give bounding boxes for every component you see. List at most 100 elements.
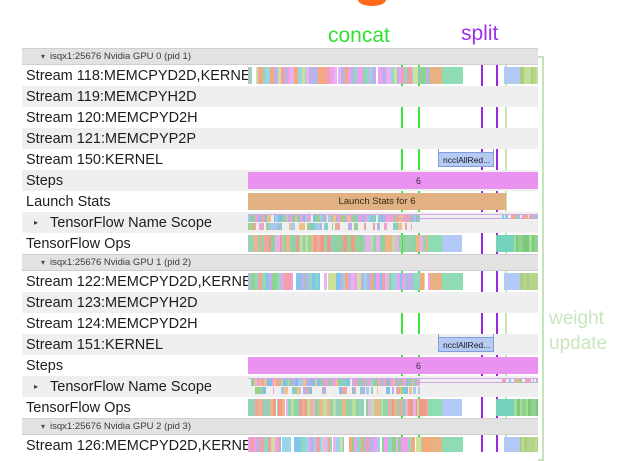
trace-event-bar[interactable] (338, 378, 340, 386)
trace-event-bar[interactable] (406, 273, 410, 290)
trace-event-bar[interactable] (284, 437, 287, 454)
trace-event-bar[interactable] (384, 67, 387, 84)
trace-event-bar[interactable] (315, 273, 319, 290)
trace-event-bar[interactable] (522, 437, 524, 454)
trace-event-bar[interactable] (347, 235, 352, 252)
track-row-0-5[interactable]: 6 (248, 170, 538, 191)
trace-event-bar[interactable] (351, 378, 353, 386)
trace-event-bar[interactable] (375, 235, 378, 252)
trace-event-bar[interactable] (288, 214, 291, 222)
trace-event-bar[interactable] (278, 437, 280, 454)
trace-event-bar[interactable] (382, 399, 387, 416)
track-row-label-0-7[interactable]: ▸TensorFlow Name Scope (22, 212, 248, 233)
trace-event-bar[interactable] (251, 378, 254, 386)
trace-event-bar[interactable] (420, 437, 423, 454)
trace-event-bar[interactable] (295, 399, 299, 416)
track-row-label-2-0[interactable]: Stream 126:MEMCPYD2D,KERNEL,MI (22, 435, 248, 456)
trace-event-bar[interactable] (270, 437, 275, 454)
trace-event-bar[interactable] (531, 437, 535, 454)
trace-event-bar[interactable] (262, 235, 264, 252)
trace-event-bar[interactable] (380, 235, 385, 252)
trace-event-bar[interactable] (273, 214, 276, 222)
trace-event-bar[interactable] (403, 67, 408, 84)
trace-event-bar[interactable] (305, 437, 310, 454)
trace-event-bar[interactable] (417, 387, 420, 394)
trace-event-bar[interactable] (442, 235, 462, 252)
trace-event-bar[interactable] (307, 399, 311, 416)
trace-event-bar[interactable] (279, 437, 282, 454)
trace-event-bar[interactable] (415, 399, 418, 416)
trace-event-bar[interactable] (303, 378, 307, 386)
trace-event-bar[interactable] (376, 387, 378, 394)
trace-event-bar[interactable] (319, 223, 322, 230)
trace-event-bar[interactable] (511, 215, 513, 219)
trace-event-bar[interactable] (399, 273, 403, 290)
trace-event-bar[interactable] (304, 67, 307, 84)
trace-event-bar[interactable] (347, 214, 350, 222)
trace-event-bar[interactable] (248, 273, 250, 290)
trace-event-bar[interactable] (259, 378, 262, 386)
trace-event-bar[interactable] (355, 378, 358, 386)
trace-event-bar[interactable] (410, 437, 415, 454)
trace-event-bar[interactable] (264, 399, 268, 416)
trace-event-bar[interactable] (391, 235, 396, 252)
trace-event-bar[interactable] (322, 378, 326, 386)
trace-event-bar[interactable] (310, 437, 314, 454)
trace-event-bar[interactable] (293, 399, 296, 416)
trace-event-bar[interactable] (528, 379, 530, 383)
trace-event-bar[interactable] (320, 437, 322, 454)
trace-event-bar[interactable] (368, 67, 370, 84)
trace-event-bar[interactable] (329, 67, 334, 84)
trace-event-bar[interactable] (300, 378, 304, 386)
trace-event-bar[interactable] (253, 378, 255, 386)
trace-event-bar[interactable] (379, 399, 381, 416)
track-row-label-1-1[interactable]: Stream 123:MEMCPYH2D (22, 292, 248, 313)
trace-event-bar[interactable] (392, 399, 394, 416)
trace-event-bar[interactable] (535, 379, 538, 383)
trace-event-bar[interactable] (377, 67, 382, 84)
trace-event-bar[interactable] (411, 235, 414, 252)
trace-event-bar[interactable] (411, 67, 414, 84)
trace-event-bar[interactable] (325, 378, 328, 386)
trace-event-bar[interactable] (289, 235, 292, 252)
trace-event-bar[interactable] (258, 273, 261, 290)
trace-event-bar[interactable] (412, 387, 416, 394)
trace-event-bar[interactable] (261, 399, 263, 416)
trace-event-bar[interactable] (277, 235, 280, 252)
trace-event-bar[interactable] (535, 273, 538, 290)
trace-event-bar[interactable] (380, 399, 383, 416)
trace-event-bar[interactable] (348, 378, 351, 386)
trace-event-bar[interactable] (280, 273, 285, 290)
trace-event-bar[interactable] (504, 379, 506, 383)
trace-event-bar[interactable] (400, 387, 404, 394)
trace-event-bar[interactable] (338, 67, 342, 84)
trace-event-bar[interactable] (341, 214, 345, 222)
trace-event-bar[interactable] (315, 437, 318, 454)
trace-event-bar[interactable] (249, 214, 253, 222)
trace-event-bar[interactable] (291, 214, 294, 222)
trace-event-bar[interactable] (530, 215, 533, 219)
trace-event-bar[interactable] (420, 235, 424, 252)
trace-event-bar[interactable] (388, 399, 391, 416)
trace-event-bar[interactable] (382, 273, 385, 290)
trace-event-bar[interactable] (351, 273, 354, 290)
trace-event-bar[interactable] (262, 399, 265, 416)
trace-event-bar[interactable] (520, 273, 524, 290)
track-row-0-6[interactable]: Launch Stats for 6 (248, 191, 538, 212)
trace-event-bar[interactable] (275, 214, 279, 222)
trace-event-bar[interactable] (251, 223, 254, 230)
trace-event-bar[interactable] (393, 273, 397, 290)
trace-event-bar[interactable] (255, 399, 258, 416)
trace-event-bar[interactable] (384, 235, 389, 252)
trace-event-bar[interactable] (390, 399, 393, 416)
trace-event-bar[interactable] (533, 67, 536, 84)
trace-event-bar[interactable] (525, 399, 529, 416)
trace-event-bar[interactable] (353, 67, 357, 84)
trace-event-bar[interactable] (291, 223, 296, 230)
trace-event-bar[interactable] (340, 235, 344, 252)
trace-event-bar[interactable] (286, 437, 292, 454)
trace-event-bar[interactable] (259, 223, 261, 230)
trace-event-bar[interactable] (284, 273, 287, 290)
trace-event-bar[interactable] (276, 399, 279, 416)
trace-event-bar[interactable] (358, 214, 362, 222)
